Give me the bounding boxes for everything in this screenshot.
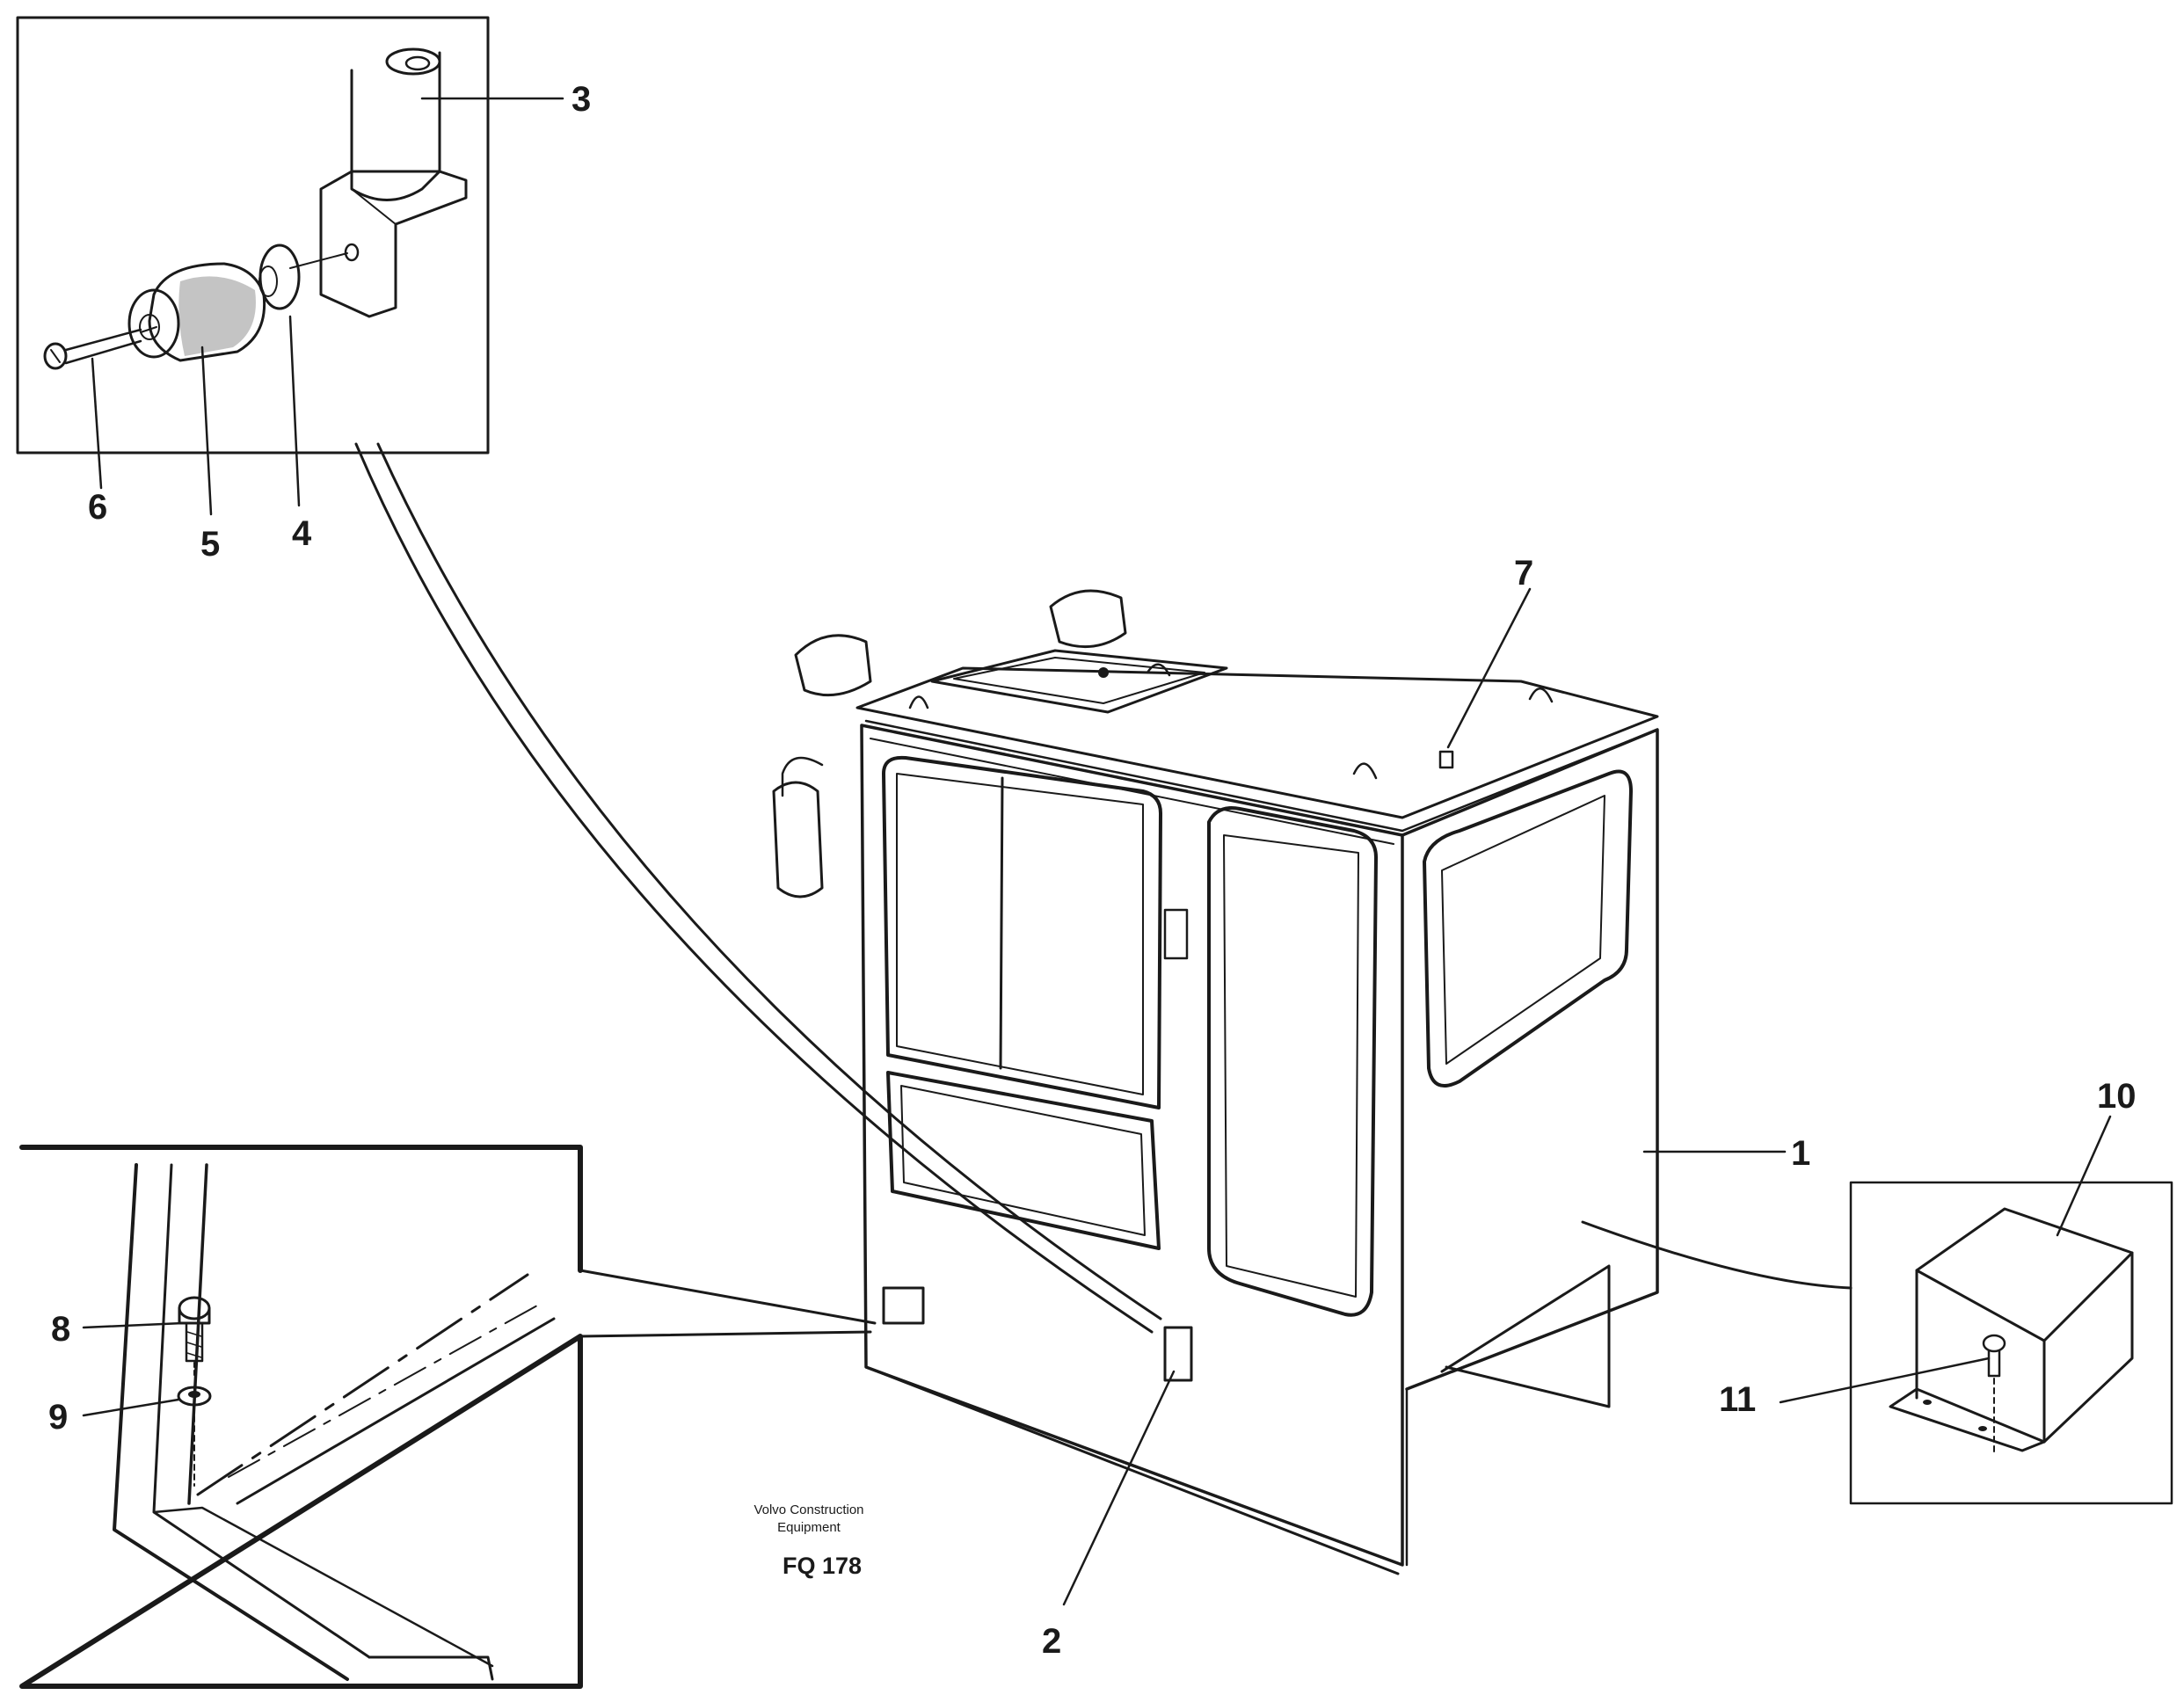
callout-7: 7 bbox=[1514, 554, 1533, 593]
credit-line-2: Equipment bbox=[777, 1520, 841, 1535]
figure-code: FQ 178 bbox=[783, 1553, 862, 1579]
screw-part bbox=[43, 326, 157, 370]
callout-8: 8 bbox=[51, 1310, 70, 1349]
detail-box-hinge-stop bbox=[16, 16, 564, 516]
operator-cab bbox=[772, 587, 1659, 1575]
callout-9: 9 bbox=[48, 1398, 68, 1437]
credit-line-1: Volvo Construction bbox=[753, 1502, 863, 1517]
callout-2: 2 bbox=[1042, 1622, 1061, 1661]
rubber-buffer-part bbox=[127, 262, 266, 362]
callout-11: 11 bbox=[1719, 1380, 1756, 1419]
callout-3: 3 bbox=[571, 80, 591, 119]
detail-box-cover bbox=[1581, 1115, 2173, 1505]
callout-10: 10 bbox=[2097, 1077, 2137, 1116]
callout-1: 1 bbox=[1791, 1134, 1810, 1173]
callout-4: 4 bbox=[292, 514, 312, 553]
detail-box-mounting-bolt bbox=[19, 1145, 583, 1689]
washer-part bbox=[258, 244, 348, 310]
callout-5: 5 bbox=[200, 525, 220, 564]
callout-6: 6 bbox=[88, 488, 107, 527]
hinge-pin-part bbox=[319, 47, 468, 318]
